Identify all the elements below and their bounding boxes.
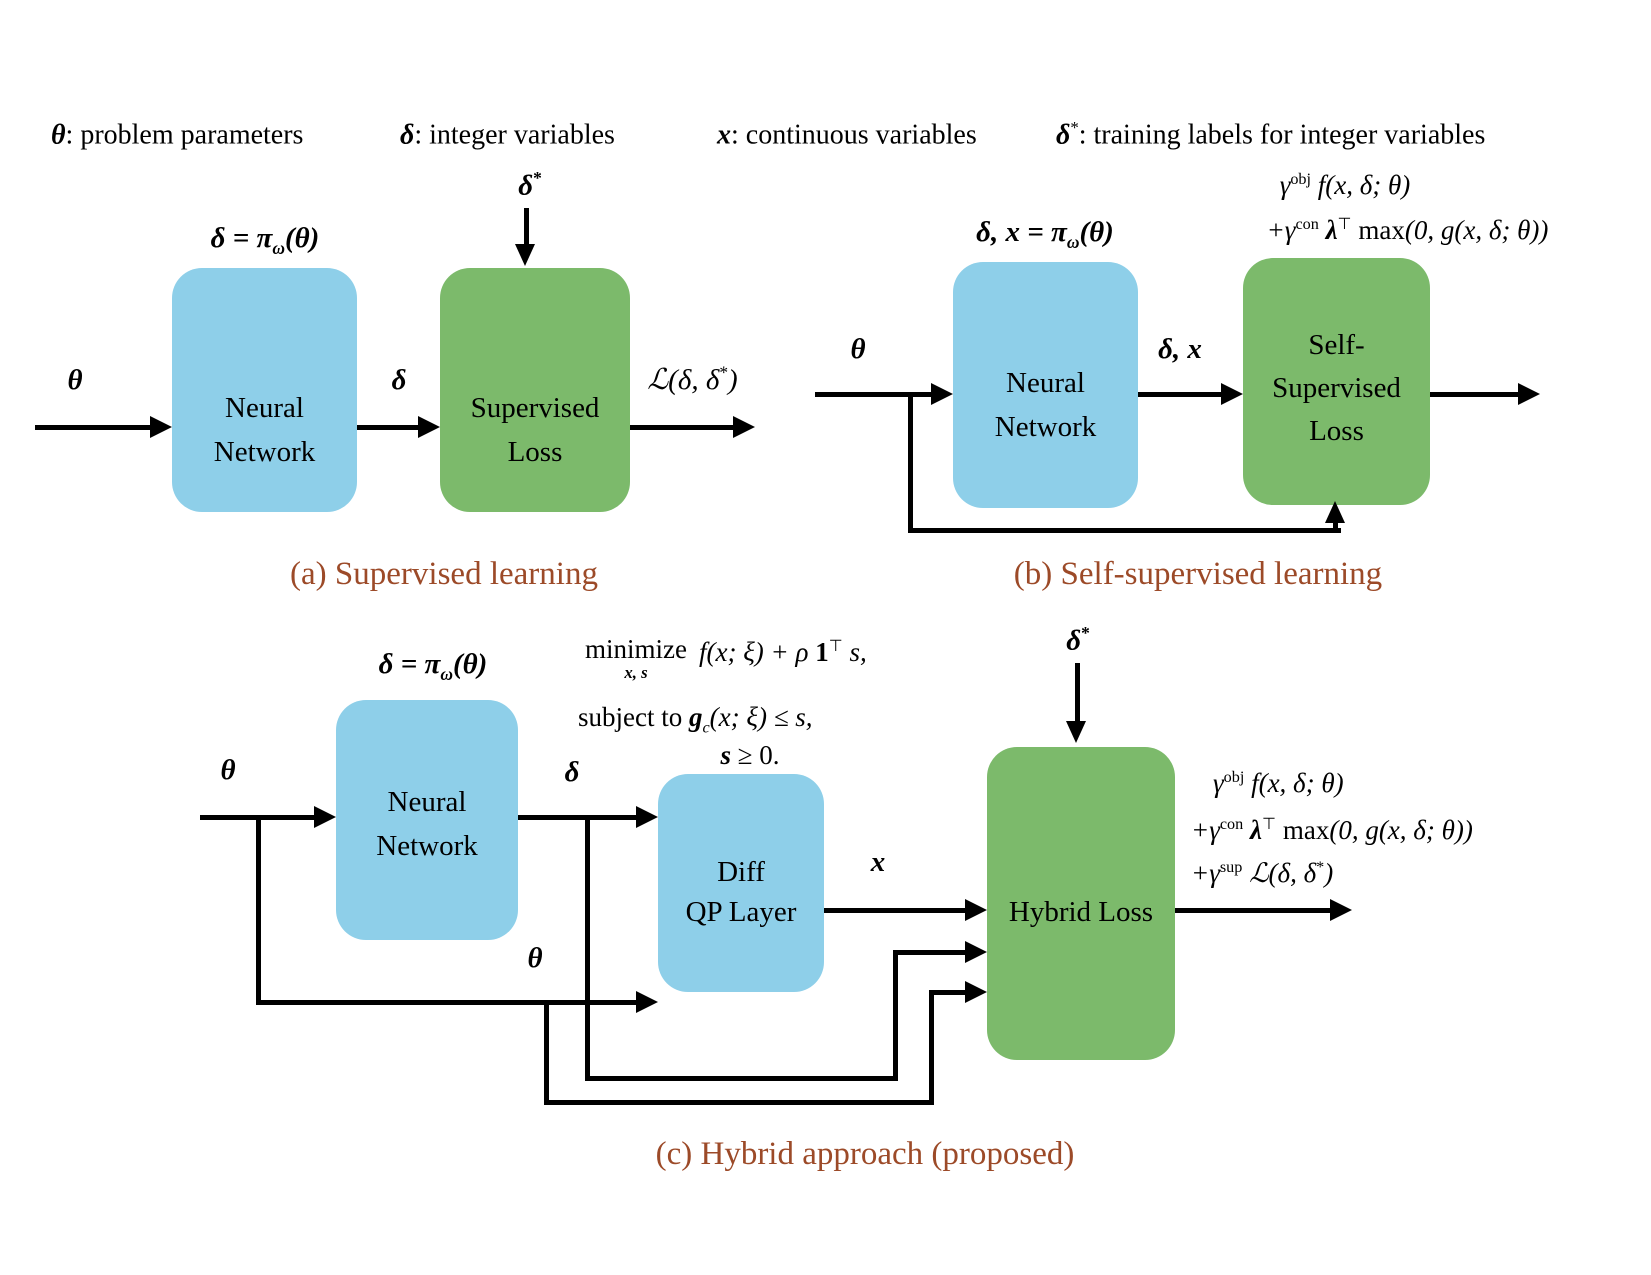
connector-line <box>893 950 965 955</box>
neural-network-box-c <box>336 700 518 940</box>
connector-line <box>256 815 261 1005</box>
self-supervised-loss-eq-line2: +γcon λ⊤ max(0, g(x, δ; θ)) <box>1266 215 1549 245</box>
neural-network-box-a <box>172 268 357 512</box>
connector-line <box>357 425 418 430</box>
legend-item-label: : continuous variables <box>731 119 977 151</box>
connector-line <box>815 392 931 397</box>
arrowhead-right-icon <box>965 899 987 921</box>
caption-c: (c) Hybrid approach (proposed) <box>655 1136 1075 1172</box>
connector-line <box>518 815 636 820</box>
self-supervised-loss-box-b <box>1243 258 1430 505</box>
caption-b: (b) Self-supervised learning <box>1013 556 1383 592</box>
self-supervised-loss-eq-line1: γobj f(x, δ; θ) <box>1279 170 1411 200</box>
delta-star-symbol: δ <box>1056 119 1071 151</box>
input-theta-label-a: θ <box>67 364 83 396</box>
connector-line <box>908 528 1341 533</box>
connector-line <box>824 908 965 913</box>
hybrid-loss-eq-line1: γobj f(x, δ; θ) <box>1213 768 1344 798</box>
legend-item-label: : training labels for integer variables <box>1078 119 1486 151</box>
arrowhead-right-icon <box>150 416 172 438</box>
delta-label-a: δ <box>391 364 407 396</box>
nn-policy-equation-a: δ = πω(θ) <box>210 222 320 258</box>
connector-line <box>35 425 150 430</box>
caption-a: (a) Supervised learning <box>290 556 598 592</box>
legend-item-x: x: continuous variables <box>717 118 977 151</box>
arrowhead-right-icon <box>965 941 987 963</box>
arrowhead-right-icon <box>733 416 755 438</box>
hybrid-loss-box <box>987 747 1175 1060</box>
input-theta-label-c: θ <box>220 754 236 786</box>
qp-optimization-line2: subject to gc(x; ξ) ≤ s, <box>578 702 813 737</box>
loss-output-label-a: ℒ(δ, δ*) <box>647 362 738 396</box>
target-label-c: δ* <box>1066 623 1090 657</box>
x-symbol: x <box>717 119 731 151</box>
connector-line <box>908 392 913 533</box>
arrowhead-right-icon <box>1221 383 1243 405</box>
delta-symbol: δ <box>400 119 415 151</box>
legend-item-label: : problem parameters <box>65 119 304 151</box>
arrowhead-right-icon <box>314 806 336 828</box>
connector-line <box>1333 521 1338 531</box>
legend-item-label: : integer variables <box>414 119 615 151</box>
connector-line <box>1175 908 1330 913</box>
supervised-loss-box-a <box>440 268 630 512</box>
delta-label-c: δ <box>564 756 580 788</box>
diff-qp-layer-box <box>658 774 824 992</box>
nn-policy-equation-b: δ, x = πω(θ) <box>976 216 1114 252</box>
connector-line <box>1075 663 1080 721</box>
theta-symbol: θ <box>51 119 66 151</box>
legend-item-theta: θ: problem parameters <box>51 118 303 151</box>
x-label-c: x <box>870 846 886 878</box>
connector-line <box>1430 392 1518 397</box>
arrowhead-right-icon <box>965 981 987 1003</box>
arrowhead-right-icon <box>636 806 658 828</box>
legend-item-delta-star: δ*: training labels for integer variable… <box>1056 118 1486 151</box>
connector-line <box>929 990 934 1105</box>
delta-x-label-b: δ, x <box>1158 333 1202 365</box>
hybrid-loss-label: Hybrid Loss <box>1008 896 1154 928</box>
connector-line <box>929 990 965 995</box>
arrowhead-down-icon <box>1066 721 1086 743</box>
connector-line <box>524 208 529 246</box>
arrowhead-right-icon <box>931 383 953 405</box>
connector-line <box>585 815 590 1081</box>
connector-line <box>1138 392 1221 397</box>
arrowhead-down-icon <box>515 244 535 266</box>
target-label-a: δ* <box>518 168 542 202</box>
connector-line <box>544 1100 932 1105</box>
hybrid-loss-eq-line3: +γsup ℒ(δ, δ*) <box>1191 858 1334 888</box>
arrowhead-up-icon <box>1325 501 1345 523</box>
nn-policy-equation-c: δ = πω(θ) <box>378 648 488 684</box>
arrowhead-right-icon <box>636 991 658 1013</box>
arrowhead-right-icon <box>418 416 440 438</box>
hybrid-loss-eq-line2: +γcon λ⊤ max(0, g(x, δ; θ)) <box>1191 815 1473 845</box>
connector-line <box>585 1076 896 1081</box>
arrowhead-right-icon <box>1518 383 1540 405</box>
connector-line <box>630 425 733 430</box>
connector-line <box>544 1000 549 1105</box>
qp-optimization-line3: s ≥ 0. <box>720 740 780 770</box>
neural-network-box-b <box>953 262 1138 508</box>
legend-item-delta: δ: integer variables <box>400 118 615 151</box>
arrowhead-right-icon <box>1330 899 1352 921</box>
connector-line <box>256 1000 636 1005</box>
theta-bypass-label-c: θ <box>527 942 543 974</box>
input-theta-label-b: θ <box>850 333 866 365</box>
connector-line <box>893 950 898 1081</box>
